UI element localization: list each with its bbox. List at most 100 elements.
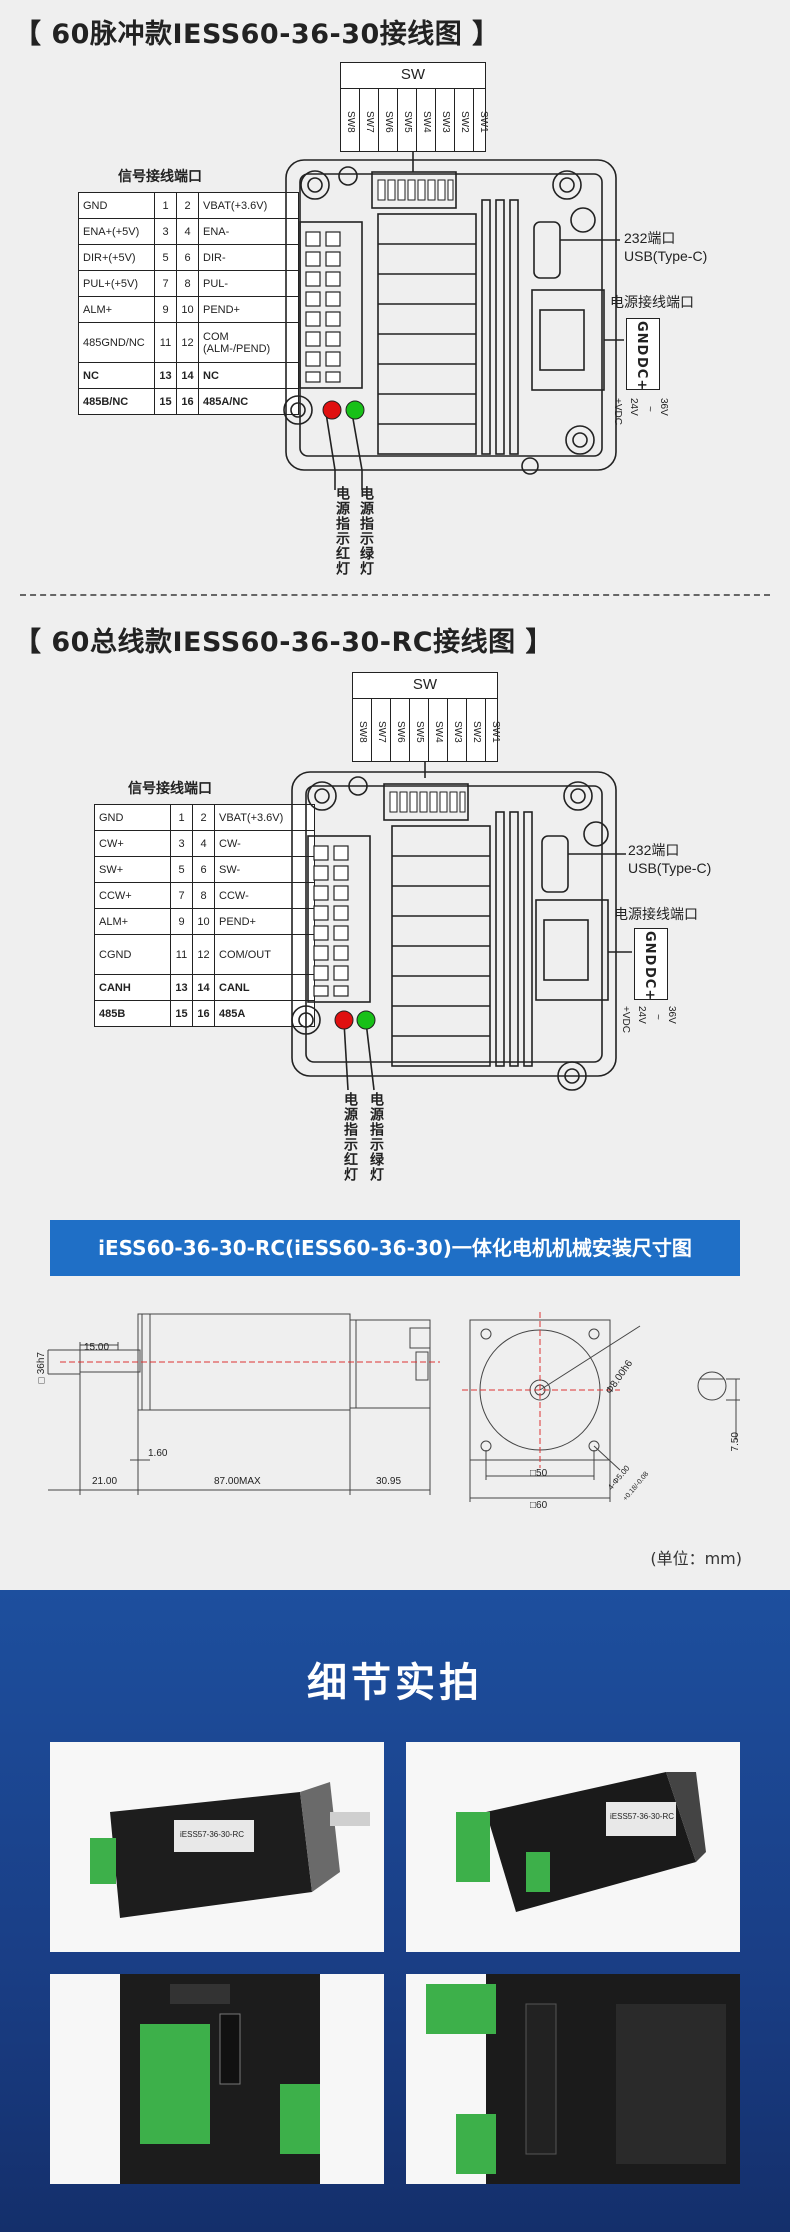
voltage-tilde: ~ — [644, 406, 655, 412]
pin-cell-l: ENA+(+5V) — [78, 218, 155, 245]
usb-label-1-b: 232端口 — [628, 842, 680, 858]
dim-87: 87.00MAX — [214, 1476, 261, 1487]
pin-cell-r: DIR- — [198, 244, 299, 271]
green-led-label: 电源指示绿灯 — [358, 486, 374, 576]
sw-label: SW8 — [341, 89, 360, 151]
sw-label: SW8 — [353, 699, 372, 761]
usb-label-1: 232端口 — [624, 230, 676, 246]
pin2-cell-r: CCW- — [214, 882, 315, 909]
dimension-drawing — [47, 1312, 740, 1502]
gnd-label-2: GND — [642, 931, 657, 967]
pin2-cell-r: 485A — [214, 1000, 315, 1027]
voltage-24: 24V — [628, 398, 639, 416]
sw-label: SW5 — [410, 699, 429, 761]
drive-diagram-2 — [291, 762, 632, 1091]
sw-label: SW2 — [455, 89, 474, 151]
pin2-cell-rn: 16 — [192, 1000, 215, 1027]
voltage-24-2: 24V — [636, 1006, 647, 1024]
green-led — [345, 400, 365, 420]
red-led-label: 电源指示红灯 — [334, 486, 350, 576]
red-led-label-2: 电源指示红灯 — [342, 1092, 358, 1182]
section-divider — [20, 594, 770, 596]
dip-switch — [371, 171, 457, 209]
signal-connector — [299, 221, 363, 389]
usb-port — [533, 221, 561, 279]
pin-cell-r: 485A/NC — [198, 388, 299, 415]
pin-cell-r: PEND+ — [198, 296, 299, 323]
pin-cell-l: PUL+(+5V) — [78, 270, 155, 297]
dim-50: □50 — [530, 1468, 548, 1479]
dc-plus-label-2: DC+ — [642, 967, 657, 1002]
pin-cell-rn: 14 — [176, 362, 199, 389]
dim-shaft: □36h7 — [36, 1352, 47, 1386]
dim-21: 21.00 — [92, 1476, 118, 1487]
green-led-label-2: 电源指示绿灯 — [368, 1092, 384, 1182]
photo-label-a: iESS57-36-30-RC — [180, 1830, 245, 1839]
dim-60: □60 — [530, 1500, 548, 1511]
power-pin-label-box: GND DC+ — [626, 318, 660, 392]
detail-title: 细节实拍 — [307, 1660, 483, 1706]
pin2-cell-l: CCW+ — [94, 882, 171, 909]
dimension-banner: iESS60-36-30-RC(iESS60-36-30)一体化电机机械安装尺寸… — [50, 1220, 740, 1276]
photo-connector-closeup — [50, 1974, 384, 2184]
pin-cell-r: VBAT(+3.6V) — [198, 192, 299, 219]
dim-7-50: 7.50 — [730, 1432, 741, 1452]
photo-back-angle: iESS57-36-30-RC — [406, 1742, 740, 1952]
dim-1-60: 1.60 — [148, 1448, 168, 1459]
pin2-cell-l: GND — [94, 804, 171, 831]
pin2-cell-rn: 14 — [192, 974, 215, 1001]
power-connector — [531, 289, 605, 391]
pin-cell-ln: 15 — [154, 388, 177, 415]
dim-30-95: 30.95 — [376, 1476, 402, 1487]
power-port-label: 电源接线端口 — [610, 294, 694, 310]
dim-15: 15.00 — [84, 1342, 110, 1353]
pin2-cell-rn: 10 — [192, 908, 215, 935]
sw-label: SW1 — [490, 721, 501, 743]
photo-label-b: iESS57-36-30-RC — [610, 1812, 675, 1821]
sw-label: SW7 — [360, 89, 379, 151]
drive-diagram-1 — [283, 152, 624, 490]
pin2-cell-r: CANL — [214, 974, 315, 1001]
drive-body — [285, 159, 617, 471]
pin-cell-r: COM (ALM-/PEND) — [198, 322, 299, 363]
power-pin-label-box-2: GND DC+ — [634, 928, 668, 1002]
sw-label: SW6 — [391, 699, 410, 761]
voltage-vdc-2: +VDC — [620, 1006, 631, 1033]
photo-label-closeup — [406, 1974, 740, 2184]
pin-cell-l: 485B/NC — [78, 388, 155, 415]
pin2-cell-l: 485B — [94, 1000, 171, 1027]
gnd-label: GND — [634, 321, 649, 357]
unit-note: (单位：mm) — [650, 1549, 742, 1568]
pin-cell-r: ENA- — [198, 218, 299, 245]
sw-title: SW — [341, 63, 485, 89]
signal-port-label-2: 信号接线端口 — [128, 780, 212, 796]
pin2-cell-r: SW- — [214, 856, 315, 883]
voltage-tilde-2: ~ — [652, 1014, 663, 1020]
voltage-vdc: +VDC — [612, 398, 623, 425]
detail-section: 细节实拍 iESS57-36-30-RC iESS57-36-30-RC — [0, 1590, 790, 2232]
dc-plus-label: DC+ — [634, 357, 649, 392]
red-led — [322, 400, 342, 420]
sw-label: SW1 — [478, 111, 489, 133]
voltage-36-2: 36V — [666, 1006, 677, 1024]
pin2-cell-l: CANH — [94, 974, 171, 1001]
sw-label: SW4 — [417, 89, 436, 151]
sw-label: SW3 — [448, 699, 467, 761]
sw-title-2: SW — [353, 673, 497, 699]
sw-label: SW5 — [398, 89, 417, 151]
